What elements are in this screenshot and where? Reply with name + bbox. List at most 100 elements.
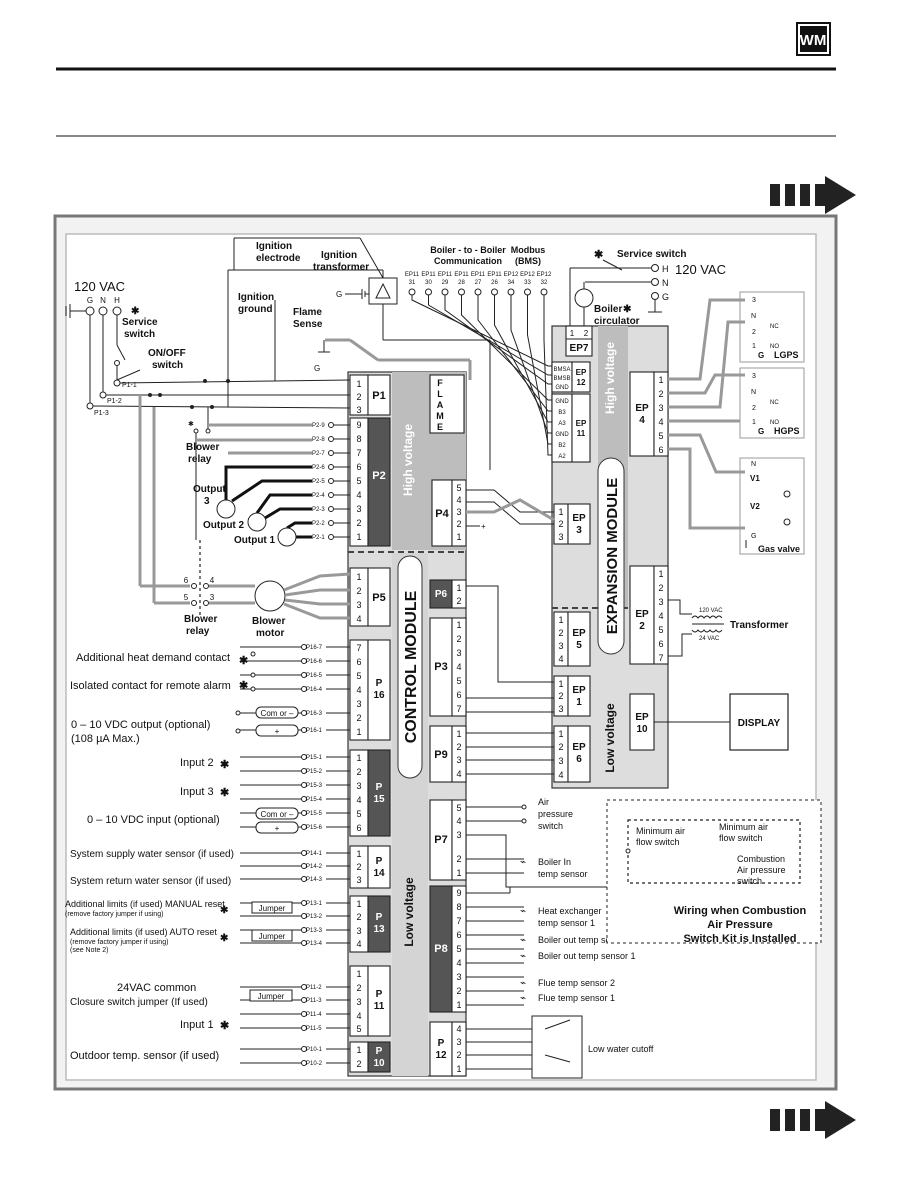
communication-wire	[527, 295, 552, 445]
svg-text:1: 1	[570, 329, 575, 338]
connector-p15: 1 2 3 4 5 6 P 15	[349, 749, 391, 837]
svg-text:Heat exchanger: Heat exchanger	[538, 906, 602, 916]
svg-text:120 VAC: 120 VAC	[74, 279, 125, 294]
manual-reset-sub: (remove factory jumper if using)	[65, 911, 163, 918]
ep-terminal-tag: EP11	[471, 272, 486, 278]
vdc-output-label: 0 – 10 VDC output (optional)	[71, 719, 210, 731]
svg-text:N: N	[751, 313, 756, 320]
connector-p4: P4 5 4 3 2 1	[431, 479, 467, 547]
svg-text:5: 5	[356, 1024, 361, 1034]
system-return-label: System return water sensor (if used)	[70, 876, 231, 887]
svg-text:EP: EP	[572, 513, 586, 524]
svg-text:switch: switch	[737, 876, 762, 886]
display-unit: DISPLAY	[654, 693, 789, 751]
closure-jumper-label: Closure switch jumper (If used)	[70, 997, 208, 1008]
wire-tag: P15-5	[306, 811, 323, 817]
next-arrow-bottom[interactable]	[770, 1101, 856, 1139]
next-arrow-top[interactable]	[770, 176, 856, 214]
svg-text:P: P	[376, 856, 383, 867]
star-marker: ✱	[239, 655, 248, 667]
svg-text:M: M	[436, 411, 444, 421]
ep-terminal-number: 33	[524, 280, 531, 286]
svg-text:6: 6	[356, 657, 361, 667]
terminal	[301, 927, 307, 933]
svg-text:Sense: Sense	[293, 319, 323, 330]
terminal	[301, 997, 307, 1003]
ep-terminal	[408, 288, 416, 296]
svg-text:1: 1	[456, 1064, 461, 1074]
svg-text:electrode: electrode	[256, 253, 301, 264]
svg-text:3: 3	[576, 525, 582, 536]
svg-text:4: 4	[456, 1024, 461, 1034]
left-field-devices: P16-7P16-6P16-5P16-4P16-3P16-1Additional…	[65, 644, 350, 1067]
svg-text:15: 15	[373, 794, 385, 805]
svg-text:6: 6	[184, 576, 189, 585]
24vac-common-label: 24VAC common	[117, 982, 196, 994]
communication-wire	[494, 295, 552, 423]
connector-ep10: EP 10	[629, 693, 655, 751]
terminal	[301, 658, 307, 664]
ep-terminal	[507, 288, 515, 296]
p2-wire-tag: P2-5	[312, 479, 325, 485]
svg-text:flow switch: flow switch	[636, 837, 680, 847]
svg-text:6: 6	[356, 462, 361, 472]
svg-text:3: 3	[356, 926, 361, 936]
svg-text:3: 3	[558, 704, 563, 714]
manual-reset-label: Additional limits (if used) MANUAL reset	[65, 899, 225, 909]
plus-pill	[255, 821, 299, 834]
svg-text:EP: EP	[576, 419, 587, 428]
svg-text:EP7: EP7	[570, 343, 589, 354]
svg-text:G: G	[87, 296, 93, 305]
svg-text:Flame: Flame	[293, 307, 322, 318]
terminal	[301, 1025, 307, 1031]
svg-text:Air Pressure: Air Pressure	[707, 919, 772, 931]
svg-text:2: 2	[356, 767, 361, 777]
svg-text:4: 4	[456, 816, 461, 826]
svg-text:⌁: ⌁	[520, 857, 526, 868]
svg-text:N: N	[751, 389, 756, 396]
svg-text:1: 1	[456, 868, 461, 878]
svg-text:⌁: ⌁	[520, 993, 526, 1004]
communication-wire	[444, 295, 552, 385]
p2-wire-tag: P2-1	[312, 535, 325, 541]
svg-text:P1-3: P1-3	[94, 410, 109, 417]
wire-tag: P14-3	[306, 877, 323, 883]
svg-text:Wiring when Combustion: Wiring when Combustion	[674, 905, 807, 917]
em-low-voltage-label: Low voltage	[603, 703, 617, 773]
svg-text:NO: NO	[770, 420, 779, 426]
expansion-module-label: EXPANSION MODULE	[604, 478, 621, 634]
star-marker: ✱	[220, 905, 229, 916]
logo: WM	[796, 22, 831, 56]
svg-text:Ignition: Ignition	[238, 292, 274, 303]
svg-text:motor: motor	[256, 628, 284, 639]
svg-text:1: 1	[356, 1045, 361, 1055]
com-minus-pill	[255, 706, 299, 719]
svg-text:6: 6	[658, 639, 663, 649]
connector-ep3: 1 2 3 EP 3	[553, 503, 591, 545]
p2-wire-tag: P2-2	[312, 521, 325, 527]
terminal	[301, 796, 307, 802]
ep-terminal-number: 34	[508, 280, 515, 286]
svg-text:3: 3	[752, 373, 756, 380]
output2-wire	[255, 493, 312, 514]
svg-text:P9: P9	[434, 749, 447, 761]
svg-text:2: 2	[752, 405, 756, 412]
svg-text:4: 4	[558, 770, 563, 780]
svg-text:5: 5	[356, 476, 361, 486]
svg-text:EP: EP	[572, 628, 586, 639]
svg-text:Air pressure: Air pressure	[737, 865, 786, 875]
wire-tag: P14-2	[306, 864, 323, 870]
svg-text:P5: P5	[372, 592, 385, 604]
svg-text:14: 14	[373, 868, 385, 879]
wire-tag: P11-3	[306, 998, 322, 1004]
svg-text:6: 6	[356, 823, 361, 833]
svg-text:P4: P4	[435, 508, 449, 520]
svg-text:switch: switch	[538, 821, 563, 831]
svg-text:4: 4	[456, 958, 461, 968]
svg-text:3: 3	[356, 405, 361, 415]
contact	[250, 686, 256, 692]
svg-text:4: 4	[356, 939, 361, 949]
terminal	[301, 754, 307, 760]
svg-text:3: 3	[356, 504, 361, 514]
terminal	[301, 810, 307, 816]
